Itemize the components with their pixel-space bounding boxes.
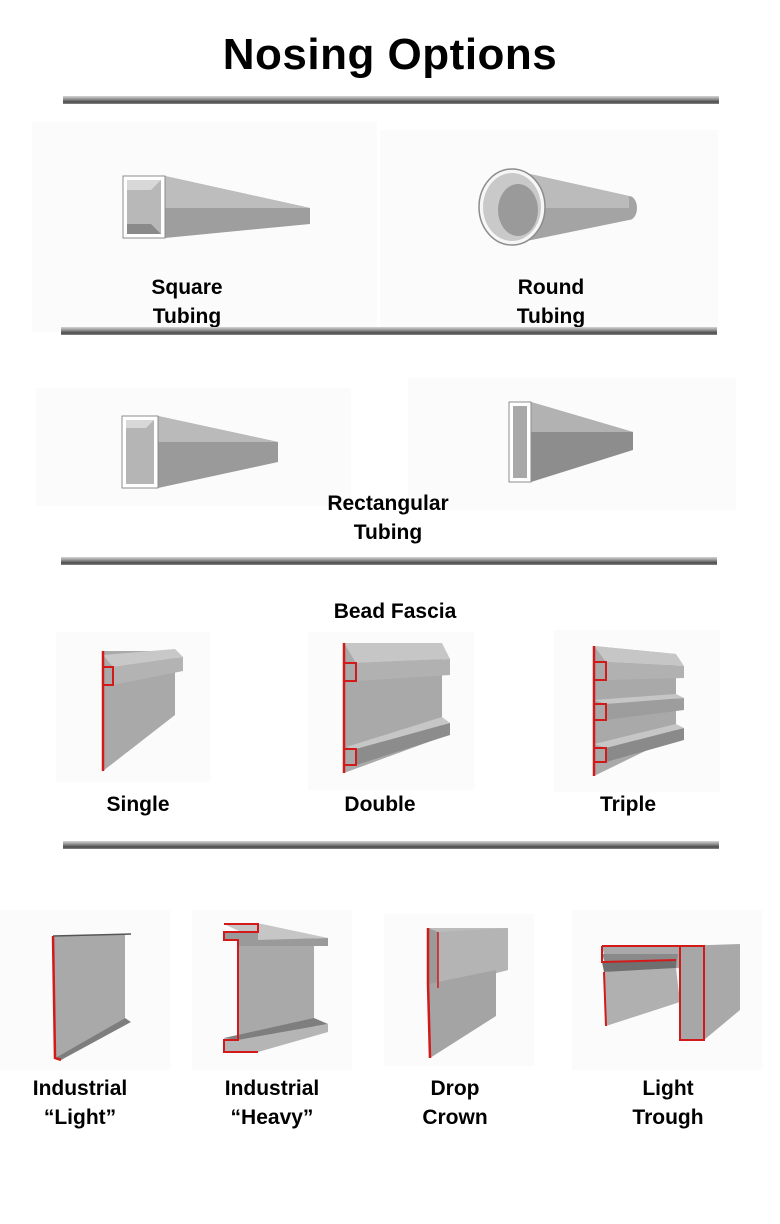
round-tubing-label: Round Tubing: [516, 276, 586, 328]
industrial-heavy-icon: [223, 923, 328, 1053]
drop-crown-label: Drop Crown: [422, 1077, 488, 1129]
industrial-light-icon: [51, 933, 132, 1062]
page-title: Nosing Options: [222, 30, 558, 79]
rectangular-tubing-wide-icon: [121, 415, 278, 489]
bead-fascia-double-label: Double: [344, 793, 416, 816]
bead-fascia-heading: Bead Fascia: [333, 600, 457, 623]
drop-crown-icon: [426, 928, 508, 1059]
bead-fascia-single-label: Single: [106, 793, 170, 816]
industrial-light-label: Industrial “Light”: [32, 1077, 128, 1129]
bead-fascia-triple-label: Triple: [599, 793, 657, 816]
rectangular-tubing-label: Rectangular Tubing: [327, 492, 449, 544]
light-trough-icon: [601, 944, 740, 1041]
divider-2: [61, 557, 717, 565]
rectangular-tubing-tall-icon: [508, 401, 633, 483]
divider-1: [61, 327, 717, 335]
bead-fascia-double-icon: [342, 643, 450, 773]
divider-3: [63, 841, 719, 849]
round-tubing-icon: [478, 168, 637, 246]
square-tubing-label: Square Tubing: [151, 276, 223, 328]
bead-fascia-triple-icon: [592, 646, 684, 776]
divider-top: [63, 96, 719, 104]
light-trough-label: Light Trough: [632, 1077, 704, 1129]
square-tubing-icon: [122, 175, 310, 239]
industrial-heavy-label: Industrial “Heavy”: [224, 1077, 320, 1129]
bead-fascia-single-icon: [101, 649, 183, 771]
